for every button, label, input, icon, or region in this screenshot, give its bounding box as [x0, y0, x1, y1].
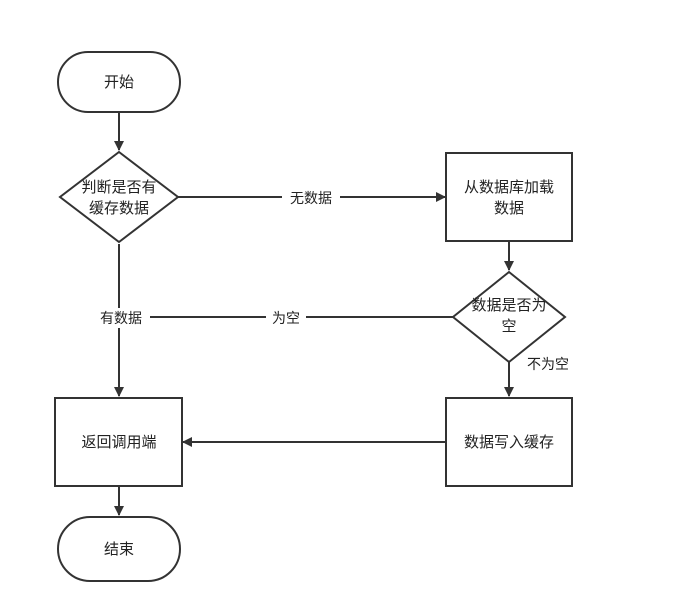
node-load-db-line1: 从数据库加载	[464, 178, 554, 196]
edge-label-is-empty: 为空	[272, 311, 300, 327]
node-write-cache: 数据写入缓存	[445, 397, 573, 487]
node-load-db: 从数据库加载 数据	[445, 152, 573, 242]
node-start-label: 开始	[104, 73, 134, 91]
node-return-caller: 返回调用端	[54, 397, 183, 487]
node-check-empty-line1: 数据是否为	[471, 296, 546, 314]
node-load-db-line2: 数据	[494, 199, 524, 217]
node-write-cache-label: 数据写入缓存	[464, 433, 554, 451]
edge-label-no-data: 无数据	[290, 191, 332, 207]
node-return-caller-label: 返回调用端	[81, 433, 156, 451]
node-check-cache: 判断是否有 缓存数据	[58, 150, 180, 244]
node-end-label: 结束	[104, 540, 134, 558]
edge-label-has-data: 有数据	[100, 311, 142, 327]
node-check-cache-line1: 判断是否有	[81, 178, 156, 196]
edge-label-not-empty: 不为空	[527, 357, 569, 373]
node-check-cache-line2: 缓存数据	[89, 199, 149, 217]
node-check-empty: 数据是否为 空	[451, 270, 567, 364]
node-start: 开始	[57, 51, 181, 113]
node-check-empty-line2: 空	[501, 317, 516, 335]
node-end: 结束	[57, 516, 181, 582]
